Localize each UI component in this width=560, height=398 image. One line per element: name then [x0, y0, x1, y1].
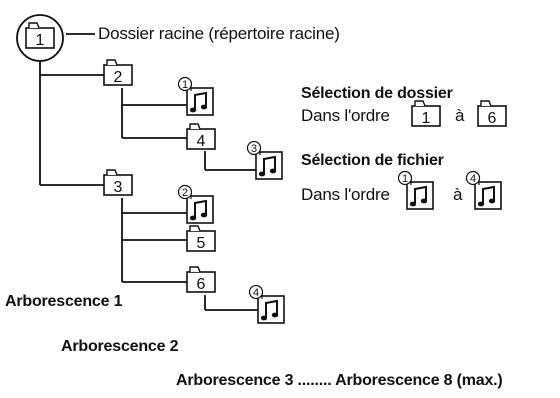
- legend-folder-to: 6: [477, 100, 507, 127]
- file-1: 1: [177, 76, 214, 116]
- level-1-label: Arborescence 1: [5, 293, 123, 310]
- file-3: 3: [246, 140, 283, 180]
- level-3-8-label: Arborescence 3 ........ Arborescence 8 (…: [176, 372, 503, 389]
- folder-4-number: 4: [197, 133, 206, 150]
- folder-4: 4: [186, 123, 216, 150]
- file-4: 4: [248, 284, 285, 324]
- music-note-icon: [255, 149, 283, 180]
- root-folder-number: 1: [36, 32, 45, 49]
- legend-file-from: 1: [397, 170, 434, 210]
- legend-folder-prefix: Dans l'ordre: [301, 106, 390, 125]
- legend-file-prefix: Dans l'ordre: [301, 185, 390, 204]
- legend-file-title: Sélection de fichier: [301, 152, 444, 169]
- legend-file-between: à: [453, 185, 463, 204]
- legend-folder-title: Sélection de dossier: [301, 85, 453, 102]
- folder-5-number: 5: [197, 235, 206, 252]
- root-folder-label: Dossier racine (répertoire racine): [98, 24, 340, 43]
- root-folder: 1: [16, 14, 64, 62]
- folder-3-number: 3: [114, 179, 123, 196]
- legend-file-to-number: 4: [470, 173, 476, 185]
- folder-6: 6: [186, 266, 216, 293]
- legend-folder-to-number: 6: [488, 110, 497, 127]
- file-1-number: 1: [182, 79, 188, 91]
- file-3-number: 3: [251, 143, 257, 155]
- legend-file-to: 4: [465, 170, 502, 210]
- file-4-number: 4: [253, 287, 259, 299]
- folder-2: 2: [103, 59, 133, 86]
- legend-folder-from: 1: [411, 100, 441, 127]
- level-2-label: Arborescence 2: [61, 338, 179, 355]
- legend-folder-between: à: [455, 106, 465, 125]
- folder-3: 3: [103, 169, 133, 196]
- file-2-number: 2: [182, 187, 188, 199]
- file-2: 2: [177, 184, 214, 224]
- tree-lines: [39, 33, 258, 311]
- legend-file-from-number: 1: [402, 173, 408, 185]
- folder-6-number: 6: [197, 276, 206, 293]
- legend-folder-from-number: 1: [422, 110, 431, 127]
- folder-5: 5: [186, 225, 216, 252]
- music-note-icon: [474, 179, 502, 210]
- music-note-icon: [186, 193, 214, 224]
- music-note-icon: [186, 85, 214, 116]
- music-note-icon: [257, 293, 285, 324]
- folder-2-number: 2: [114, 69, 123, 86]
- music-note-icon: [406, 179, 434, 210]
